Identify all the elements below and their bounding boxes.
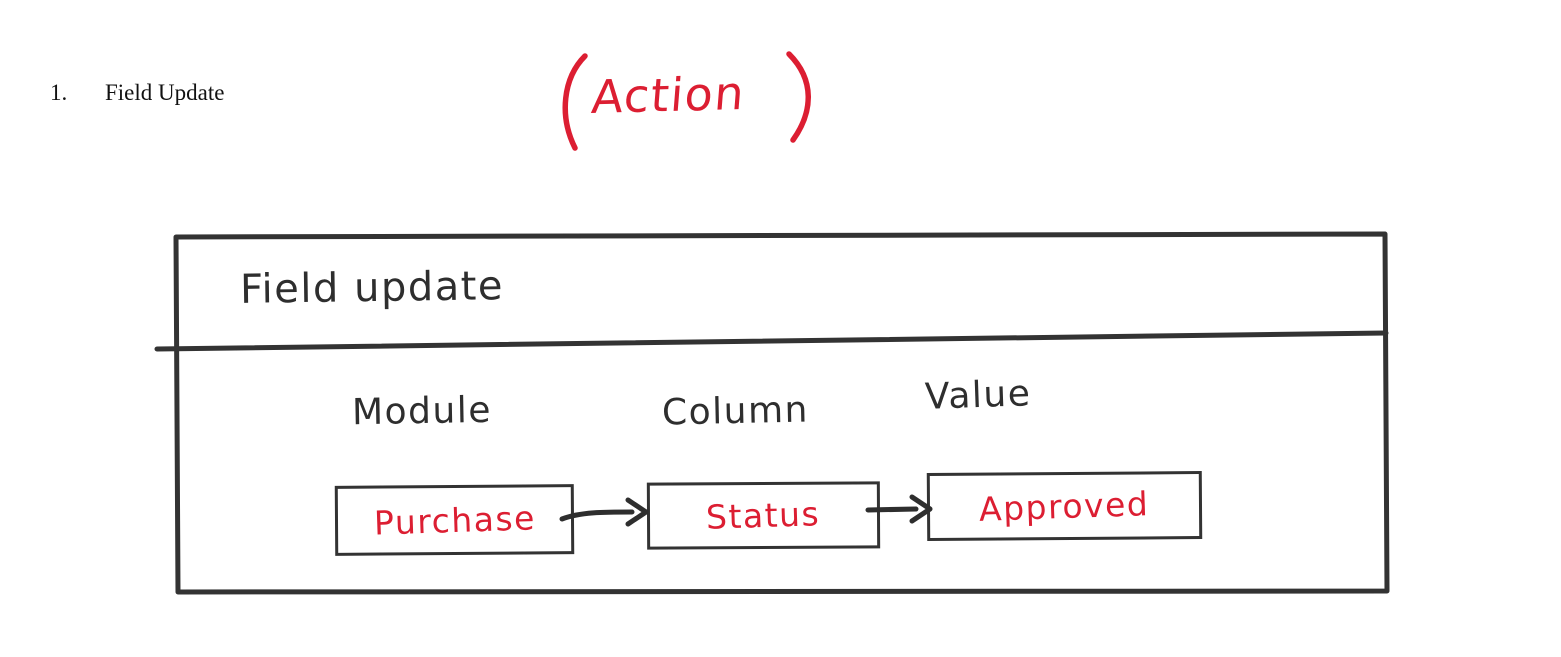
list-item-label: Field Update (105, 80, 225, 105)
column-header-value: Value (924, 373, 1033, 418)
action-parentheses-icon (562, 51, 811, 151)
panel-border (154, 231, 1390, 595)
module-value-label: Purchase (372, 497, 537, 543)
arrow-column-to-value-icon (865, 494, 933, 524)
column-value-label: Status (705, 494, 822, 537)
module-value-box[interactable]: Purchase (334, 484, 575, 556)
value-value-box[interactable]: Approved (926, 471, 1203, 541)
list-item: 1. Field Update (50, 80, 224, 106)
action-annotation-label: Action (589, 66, 748, 124)
field-update-panel: Field update (154, 231, 1390, 595)
column-value-box[interactable]: Status (646, 481, 881, 550)
action-annotation: Action (537, 44, 827, 154)
column-header-module: Module (351, 389, 493, 434)
panel-title: Field update (239, 263, 505, 313)
list-item-marker: 1. (50, 80, 68, 105)
column-header-column: Column (661, 389, 810, 434)
arrow-module-to-column-icon (559, 497, 649, 527)
value-value-label: Approved (978, 483, 1151, 529)
